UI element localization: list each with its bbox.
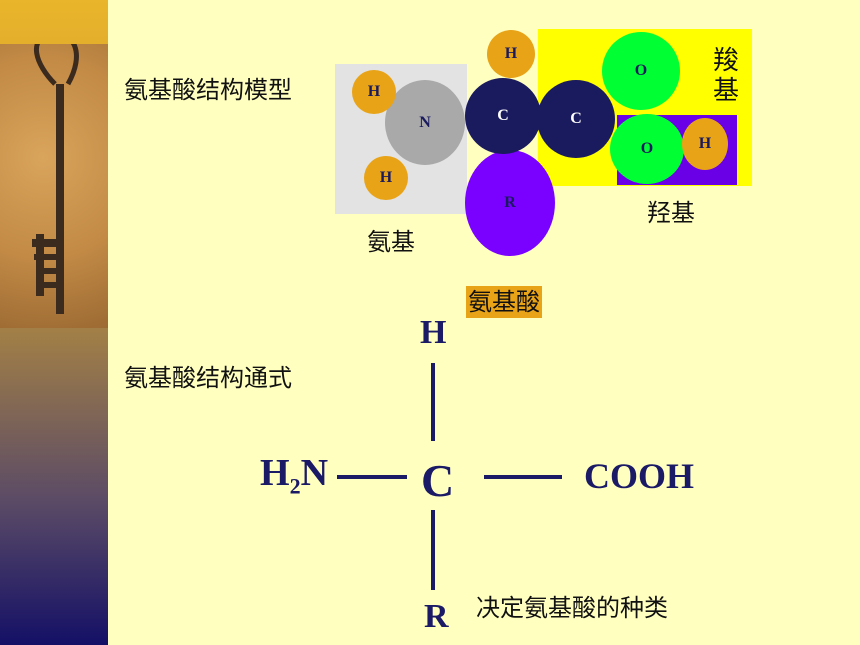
formula-amino-subscript: 2 [289,473,301,499]
hydroxyl-oxygen-atom: O [610,114,684,184]
molecule-label: 氨基酸 [466,286,542,318]
bond-bottom [431,510,435,590]
bond-top [431,363,435,441]
hydroxyl-hydrogen-atom: H [682,118,728,170]
key-image [0,31,108,328]
bond-right [484,475,562,479]
formula-center-c: C [421,455,455,506]
formula-amino-n: N [300,452,329,494]
r-group-atom: R [465,150,555,256]
hydrogen-atom-bottom: H [364,156,408,200]
carboxyl-label-line2: 基 [713,76,740,106]
double-bond-oxygen-atom: O [602,32,680,110]
hydrogen-atom-left: H [352,70,396,114]
carboxyl-label-line1: 羧 [713,46,740,76]
formula-amino-group: H2N [260,451,328,500]
model-title: 氨基酸结构模型 [124,76,292,104]
hydrogen-atom-top: H [487,30,535,78]
carboxyl-carbon-atom: C [537,80,615,158]
formula-amino-h: H [260,452,290,494]
formula-carboxyl-group: COOH [584,456,695,496]
formula-title: 氨基酸结构通式 [124,364,292,392]
formula-top-h: H [420,314,447,351]
alpha-carbon-atom: C [465,78,541,154]
formula-bottom-r: R [424,598,449,635]
nitrogen-atom: N [385,80,465,165]
r-group-note: 决定氨基酸的种类 [476,594,668,622]
amino-label: 氨基 [367,228,415,256]
key-icon [32,31,79,314]
bond-left [337,475,407,479]
hydroxyl-label: 羟基 [647,199,695,227]
